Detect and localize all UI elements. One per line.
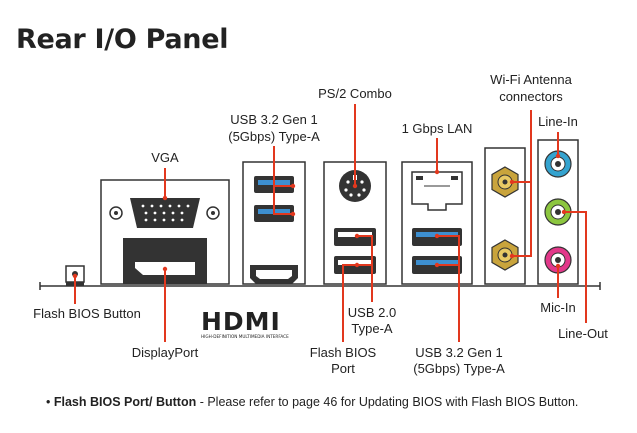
wifi-antenna-connector-2 bbox=[491, 239, 519, 271]
hdmi-logo-text: HDMI bbox=[201, 307, 281, 336]
label-usb32-bottom-line2: (5Gbps) Type-A bbox=[413, 361, 505, 376]
label-usb32-top-line2: (5Gbps) Type-A bbox=[228, 129, 320, 144]
label-flash-port-line2: Port bbox=[331, 361, 355, 376]
label-wifi-line1: Wi-Fi Antenna bbox=[490, 72, 572, 87]
label-wifi-line2: connectors bbox=[499, 89, 563, 104]
usb20-port-1 bbox=[334, 228, 376, 246]
line-in-jack bbox=[544, 150, 572, 178]
callout-dots bbox=[72, 153, 567, 279]
callout-flash-port bbox=[342, 264, 356, 342]
label-lan: 1 Gbps LAN bbox=[402, 121, 473, 136]
callout-line-out bbox=[564, 211, 587, 323]
label-usb20-line2: Type-A bbox=[351, 321, 393, 336]
label-line-in: Line-In bbox=[538, 114, 578, 129]
label-usb32-top-line1: USB 3.2 Gen 1 bbox=[230, 112, 317, 127]
vga-port bbox=[130, 198, 200, 228]
lan-port bbox=[411, 171, 463, 211]
wifi-antenna-connector-1 bbox=[491, 166, 519, 198]
footnote-bold: Flash BIOS Port/ Button bbox=[53, 395, 197, 409]
footnote: • Flash BIOS Port/ Button - Please refer… bbox=[46, 396, 606, 409]
label-flash-button: Flash BIOS Button bbox=[33, 306, 141, 321]
hdmi-logo: HDMI HIGH-DEFINITION MULTIMEDIA INTERFAC… bbox=[201, 307, 289, 339]
label-mic-in: Mic-In bbox=[540, 300, 575, 315]
label-flash-port-line1: Flash BIOS bbox=[310, 345, 377, 360]
footnote-text: - Please refer to page 46 for Updating B… bbox=[196, 395, 579, 409]
callout-usb32-top-b bbox=[273, 186, 293, 215]
callout-lines bbox=[74, 104, 587, 342]
hdmi-logo-tagline: HIGH-DEFINITION MULTIMEDIA INTERFACE bbox=[201, 334, 289, 339]
label-ps2: PS/2 Combo bbox=[318, 86, 392, 101]
callout-usb32-bottom-a bbox=[437, 235, 460, 342]
callout-wifi-2 bbox=[512, 182, 532, 257]
page-title: Rear I/O Panel bbox=[16, 24, 229, 55]
label-usb20-line1: USB 2.0 bbox=[348, 305, 396, 320]
hdmi-port bbox=[250, 265, 298, 284]
callout-usb20-a bbox=[357, 235, 373, 302]
label-line-out: Line-Out bbox=[558, 326, 608, 341]
label-usb32-bottom-line1: USB 3.2 Gen 1 bbox=[415, 345, 502, 360]
label-displayport: DisplayPort bbox=[132, 345, 199, 360]
label-vga: VGA bbox=[151, 150, 179, 165]
footnote-bullet: • bbox=[46, 395, 51, 409]
